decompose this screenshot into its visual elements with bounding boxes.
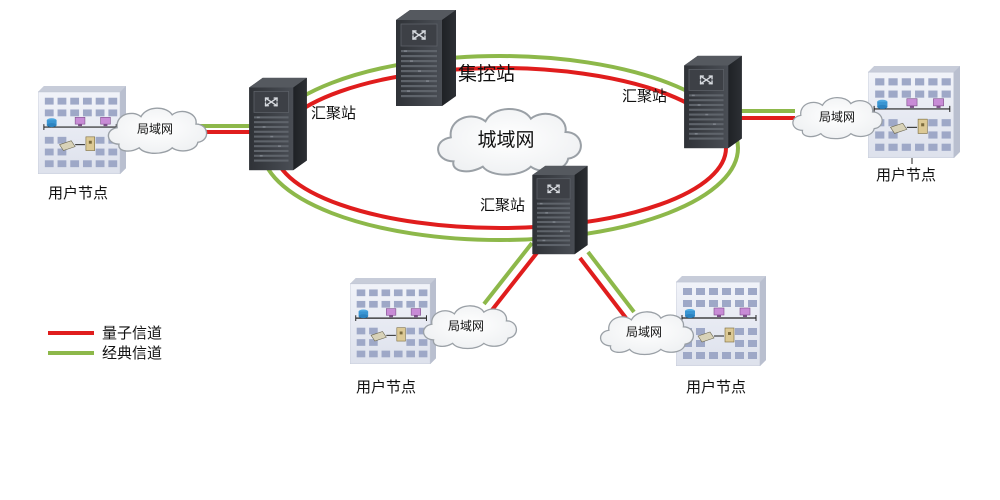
lan-bottom-right-label: 局域网 bbox=[626, 325, 662, 339]
user-node-bottom-right-label: 用户节点 bbox=[686, 378, 746, 396]
user-node-left-label: 用户节点 bbox=[48, 184, 108, 202]
aggregation-station-right-label: 汇聚站 bbox=[622, 87, 667, 105]
user-node-bottom-left-label: 用户节点 bbox=[356, 378, 416, 396]
legend-quantum-label: 量子信道 bbox=[102, 324, 162, 342]
link-bottom-right-classical bbox=[586, 250, 636, 314]
aggregation-station-right-server bbox=[683, 55, 743, 149]
user-node-bottom-right-building bbox=[676, 276, 766, 366]
user-node-right-building bbox=[868, 66, 960, 158]
aggregation-station-left-label: 汇聚站 bbox=[311, 104, 356, 122]
lan-left-label: 局域网 bbox=[137, 122, 173, 136]
aggregation-station-bottom-server bbox=[531, 165, 589, 255]
link-bottom-right-quantum bbox=[578, 256, 628, 320]
link-bottom-left-classical bbox=[482, 241, 534, 306]
legend: 量子信道 经典信道 bbox=[48, 324, 162, 362]
control-station-label: 集控站 bbox=[458, 63, 515, 85]
lan-bottom-left-label: 局域网 bbox=[448, 319, 484, 333]
control-station-server bbox=[396, 9, 456, 107]
user-node-bottom-left-building bbox=[350, 278, 436, 364]
user-node-right-label: 用户节点 bbox=[876, 166, 936, 184]
aggregation-station-left-server bbox=[248, 77, 308, 171]
aggregation-station-bottom-label: 汇聚站 bbox=[480, 196, 525, 214]
lan-right-label: 局域网 bbox=[819, 110, 855, 124]
link-bottom-left-quantum bbox=[490, 247, 542, 312]
legend-classical-label: 经典信道 bbox=[102, 344, 162, 362]
metro-network-label: 城域网 bbox=[477, 129, 534, 151]
